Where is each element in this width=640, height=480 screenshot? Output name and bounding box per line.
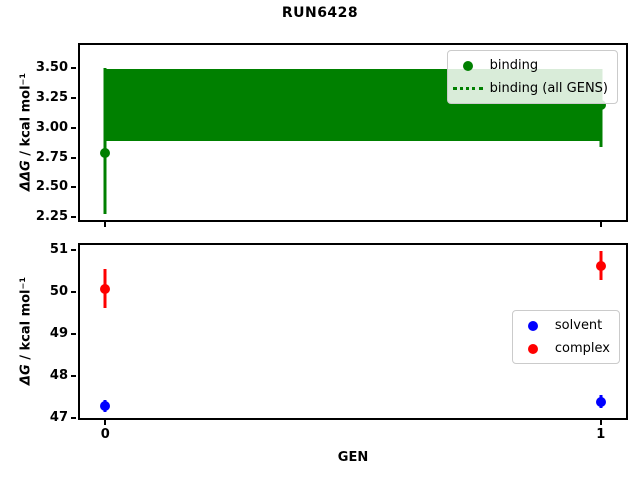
y-tick-mark xyxy=(71,186,76,189)
y-tick-mark xyxy=(71,333,76,336)
legend-entry-binding: binding xyxy=(452,54,608,77)
y-tick-mark xyxy=(71,96,76,99)
solvent-marker-icon xyxy=(527,320,538,331)
legend-label-binding: binding xyxy=(489,58,539,73)
ylabel-units: / kcal mol⁻¹ xyxy=(18,276,34,365)
y-tick-label: 2.75 xyxy=(35,149,68,165)
y-tick-label: 3.00 xyxy=(35,119,68,135)
y-tick-label: 51 xyxy=(49,242,68,258)
data-point-complex-gen0 xyxy=(100,283,111,294)
dotted-line-icon xyxy=(452,87,483,90)
legend-entry-binding-all-gens: binding (all GENS) xyxy=(452,77,608,100)
error-bar-binding-gen0 xyxy=(103,68,107,214)
x-axis-label-gen: GEN xyxy=(337,450,369,465)
legend-handle xyxy=(452,87,484,90)
y-tick-label: 49 xyxy=(49,326,68,342)
x-tick-mark xyxy=(104,420,107,425)
ylabel-math: ΔG xyxy=(18,364,34,386)
data-point-solvent-gen0 xyxy=(100,401,111,412)
data-point-complex-gen1 xyxy=(595,261,606,272)
ylabel-math: ΔΔG xyxy=(18,160,34,192)
data-point-binding-gen0 xyxy=(100,147,111,158)
y-tick-mark xyxy=(71,249,76,252)
y-tick-label: 48 xyxy=(49,367,68,383)
legend-label-binding-all-gens: binding (all GENS) xyxy=(489,81,608,96)
x-tick-mark xyxy=(599,420,602,425)
legend-handle xyxy=(517,320,549,331)
y-tick-label: 2.25 xyxy=(35,209,68,225)
legend-binding: binding binding (all GENS) xyxy=(446,50,618,104)
legend-entry-solvent: solvent xyxy=(517,314,610,337)
legend-handle xyxy=(452,60,484,71)
y-tick-label: 3.50 xyxy=(35,60,68,76)
legend-dg: solvent complex xyxy=(511,310,620,364)
legend-label-complex: complex xyxy=(554,341,610,356)
y-tick-label: 47 xyxy=(49,409,68,425)
y-axis-label-ddg: ΔΔG / kcal mol⁻¹ xyxy=(19,73,34,191)
x-tick-mark xyxy=(599,222,602,227)
legend-handle xyxy=(517,343,549,354)
data-point-solvent-gen1 xyxy=(595,396,606,407)
y-tick-mark xyxy=(71,126,76,129)
legend-entry-complex: complex xyxy=(517,337,610,360)
legend-label-solvent: solvent xyxy=(554,318,603,333)
x-tick-mark xyxy=(104,222,107,227)
figure-title: RUN6428 xyxy=(281,5,359,21)
y-tick-label: 3.25 xyxy=(35,89,68,105)
y-tick-mark xyxy=(71,216,76,219)
x-tick-label: 1 xyxy=(596,427,606,442)
y-tick-mark xyxy=(71,374,76,377)
x-tick-label: 0 xyxy=(100,427,110,442)
data-point-binding-gen1 xyxy=(595,100,606,111)
binding-marker-icon xyxy=(462,60,473,71)
complex-marker-icon xyxy=(527,343,538,354)
axes-binding-panel: binding binding (all GENS) 2.25 2.50 2.75 3… xyxy=(36,43,628,227)
ylabel-units: / kcal mol⁻¹ xyxy=(18,72,34,161)
y-tick-mark xyxy=(71,291,76,294)
y-tick-label: 50 xyxy=(49,284,68,300)
y-tick-mark xyxy=(71,416,76,419)
y-axis-label-dg: ΔG / kcal mol⁻¹ xyxy=(19,277,34,385)
y-tick-mark xyxy=(71,67,76,70)
y-tick-label: 2.50 xyxy=(35,179,68,195)
axes-dg-panel: solvent complex 47 48 49 50 51 0 1 xyxy=(50,242,628,442)
y-tick-mark xyxy=(71,156,76,159)
